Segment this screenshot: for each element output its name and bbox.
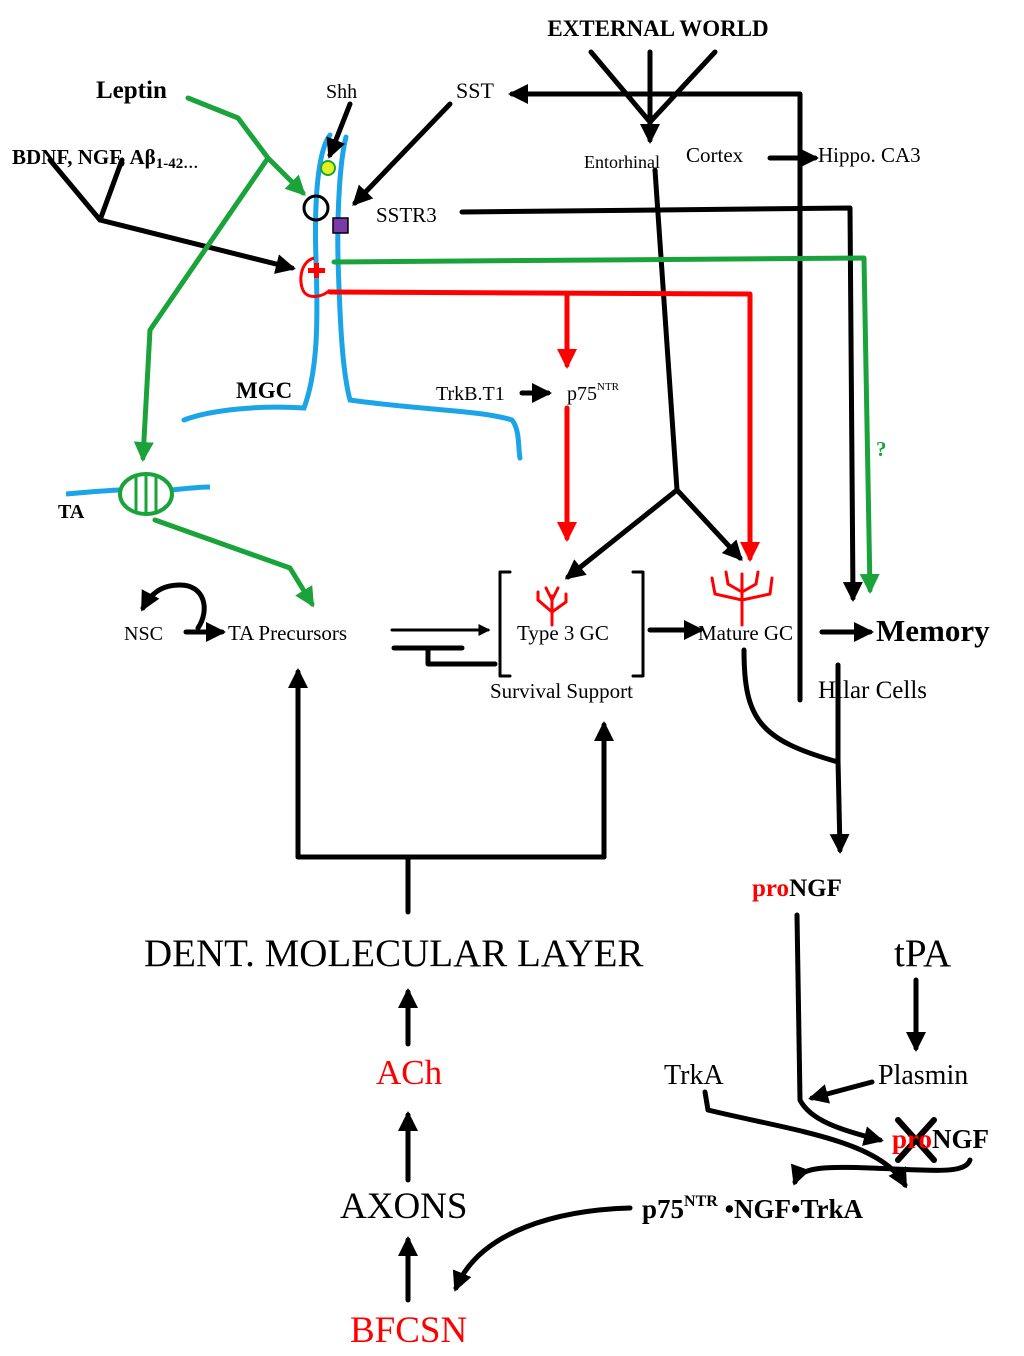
- sst-label: SST: [456, 78, 494, 103]
- ta-label: TA: [58, 501, 85, 523]
- p75-ngf-trka-complex-label: p75NTR •NGF•TrkA: [642, 1193, 863, 1224]
- mature-gc-dendrite-icon: [710, 570, 774, 627]
- cleavage-cross-icon: [895, 1117, 937, 1163]
- leptin-label: Leptin: [96, 77, 167, 104]
- external-world-label: EXTERNAL WORLD: [547, 16, 768, 41]
- neurotrophin-receptor-icon: [299, 256, 332, 298]
- cortex-label: Cortex: [686, 143, 744, 167]
- dent-molecular-layer-label: DENT. MOLECULAR LAYER: [144, 932, 643, 975]
- hilar-cells-label: Hilar Cells: [818, 677, 927, 704]
- entorhinal-label: Entorhinal: [584, 152, 660, 172]
- ta-cell-icon: [118, 472, 174, 516]
- trkb-t1-label: TrkB.T1: [436, 383, 505, 405]
- memory-label: Memory: [876, 613, 990, 648]
- sstr3-label: SSTR3: [376, 203, 437, 227]
- shh-label: Shh: [326, 81, 357, 103]
- tpa-label: tPA: [894, 932, 951, 975]
- black-arrows: [47, 49, 973, 1303]
- survival-support-label: Survival Support: [490, 679, 633, 703]
- plasmin-label: Plasmin: [878, 1060, 968, 1091]
- leptin-receptor-icon: [302, 194, 330, 222]
- ach-label: ACh: [376, 1053, 443, 1092]
- type3-gc-label: Type 3 GC: [517, 621, 609, 645]
- unknown-link-label: ?: [876, 437, 887, 461]
- nsc-label: NSC: [124, 623, 163, 645]
- red-arrows: [327, 289, 760, 562]
- bdnf-ngf-abeta-label: BDNF, NGF, Aβ1-42…: [12, 145, 198, 172]
- receptor-shapes: [299, 160, 349, 298]
- bfcsn-label: BFCSN: [350, 1310, 467, 1351]
- shh-receptor-icon: [320, 160, 336, 176]
- green-arrows: [133, 95, 880, 608]
- trka-label: TrkA: [664, 1060, 724, 1091]
- pro-ngf-label: proNGF: [752, 875, 842, 902]
- axons-label: AXONS: [340, 1186, 467, 1227]
- crossed-pro-ngf-label: proNGF: [892, 1124, 989, 1154]
- mgc-cell-outline: [181, 132, 523, 461]
- sstr3-receptor-icon: [332, 217, 349, 234]
- mgc-label: MGC: [236, 378, 292, 403]
- mature-gc-label: Mature GC: [698, 621, 793, 645]
- type3-gc-dendrite-icon: [536, 586, 568, 627]
- ta-precursors-label: TA Precursors: [228, 621, 347, 645]
- hippo-ca3-label: Hippo. CA3: [818, 143, 921, 167]
- p75ntr-label: p75NTR: [567, 381, 620, 405]
